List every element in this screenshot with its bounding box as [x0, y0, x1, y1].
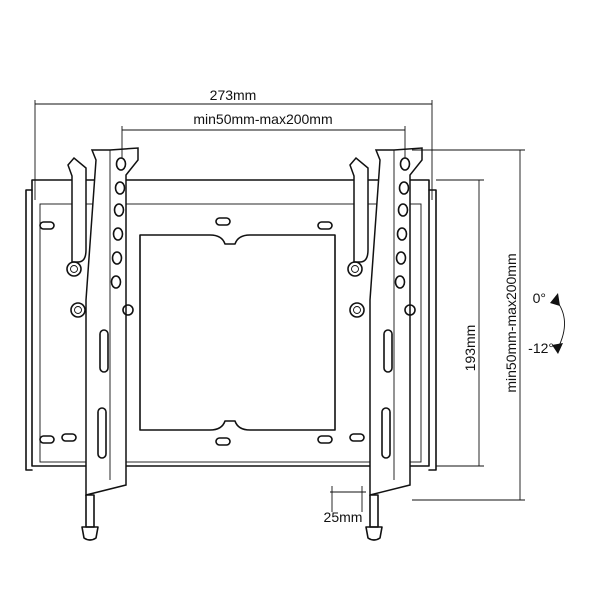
dimension-vesa-horizontal: min50mm-max200mm — [121, 111, 406, 158]
right-safety-screw — [365, 494, 383, 541]
left-bracket-knobs — [66, 261, 134, 318]
right-bracket-holes — [394, 157, 411, 289]
left-bracket — [66, 147, 139, 541]
tilt-indicator: 0° -12° — [528, 290, 565, 356]
dimension-plate-height: 193mm — [436, 179, 484, 467]
tilt-lower-label: -12° — [528, 340, 554, 356]
wall-plate — [25, 179, 437, 471]
left-safety-screw — [81, 494, 99, 541]
dimension-vesa-vertical: min50mm-max200mm — [412, 149, 525, 501]
vesa-horizontal-label: min50mm-max200mm — [193, 111, 332, 127]
wall-plate-cutout — [139, 234, 336, 431]
right-bracket-knobs — [347, 261, 416, 318]
vesa-vertical-label: min50mm-max200mm — [503, 253, 519, 392]
tilt-upper-label: 0° — [533, 290, 546, 306]
dimension-depth: 25mm — [324, 486, 366, 525]
left-bracket-holes — [110, 157, 127, 289]
overall-width-label: 273mm — [210, 87, 257, 103]
depth-label: 25mm — [324, 509, 363, 525]
right-bracket — [347, 147, 423, 541]
wall-slots — [39, 217, 365, 446]
plate-height-label: 193mm — [462, 325, 478, 372]
